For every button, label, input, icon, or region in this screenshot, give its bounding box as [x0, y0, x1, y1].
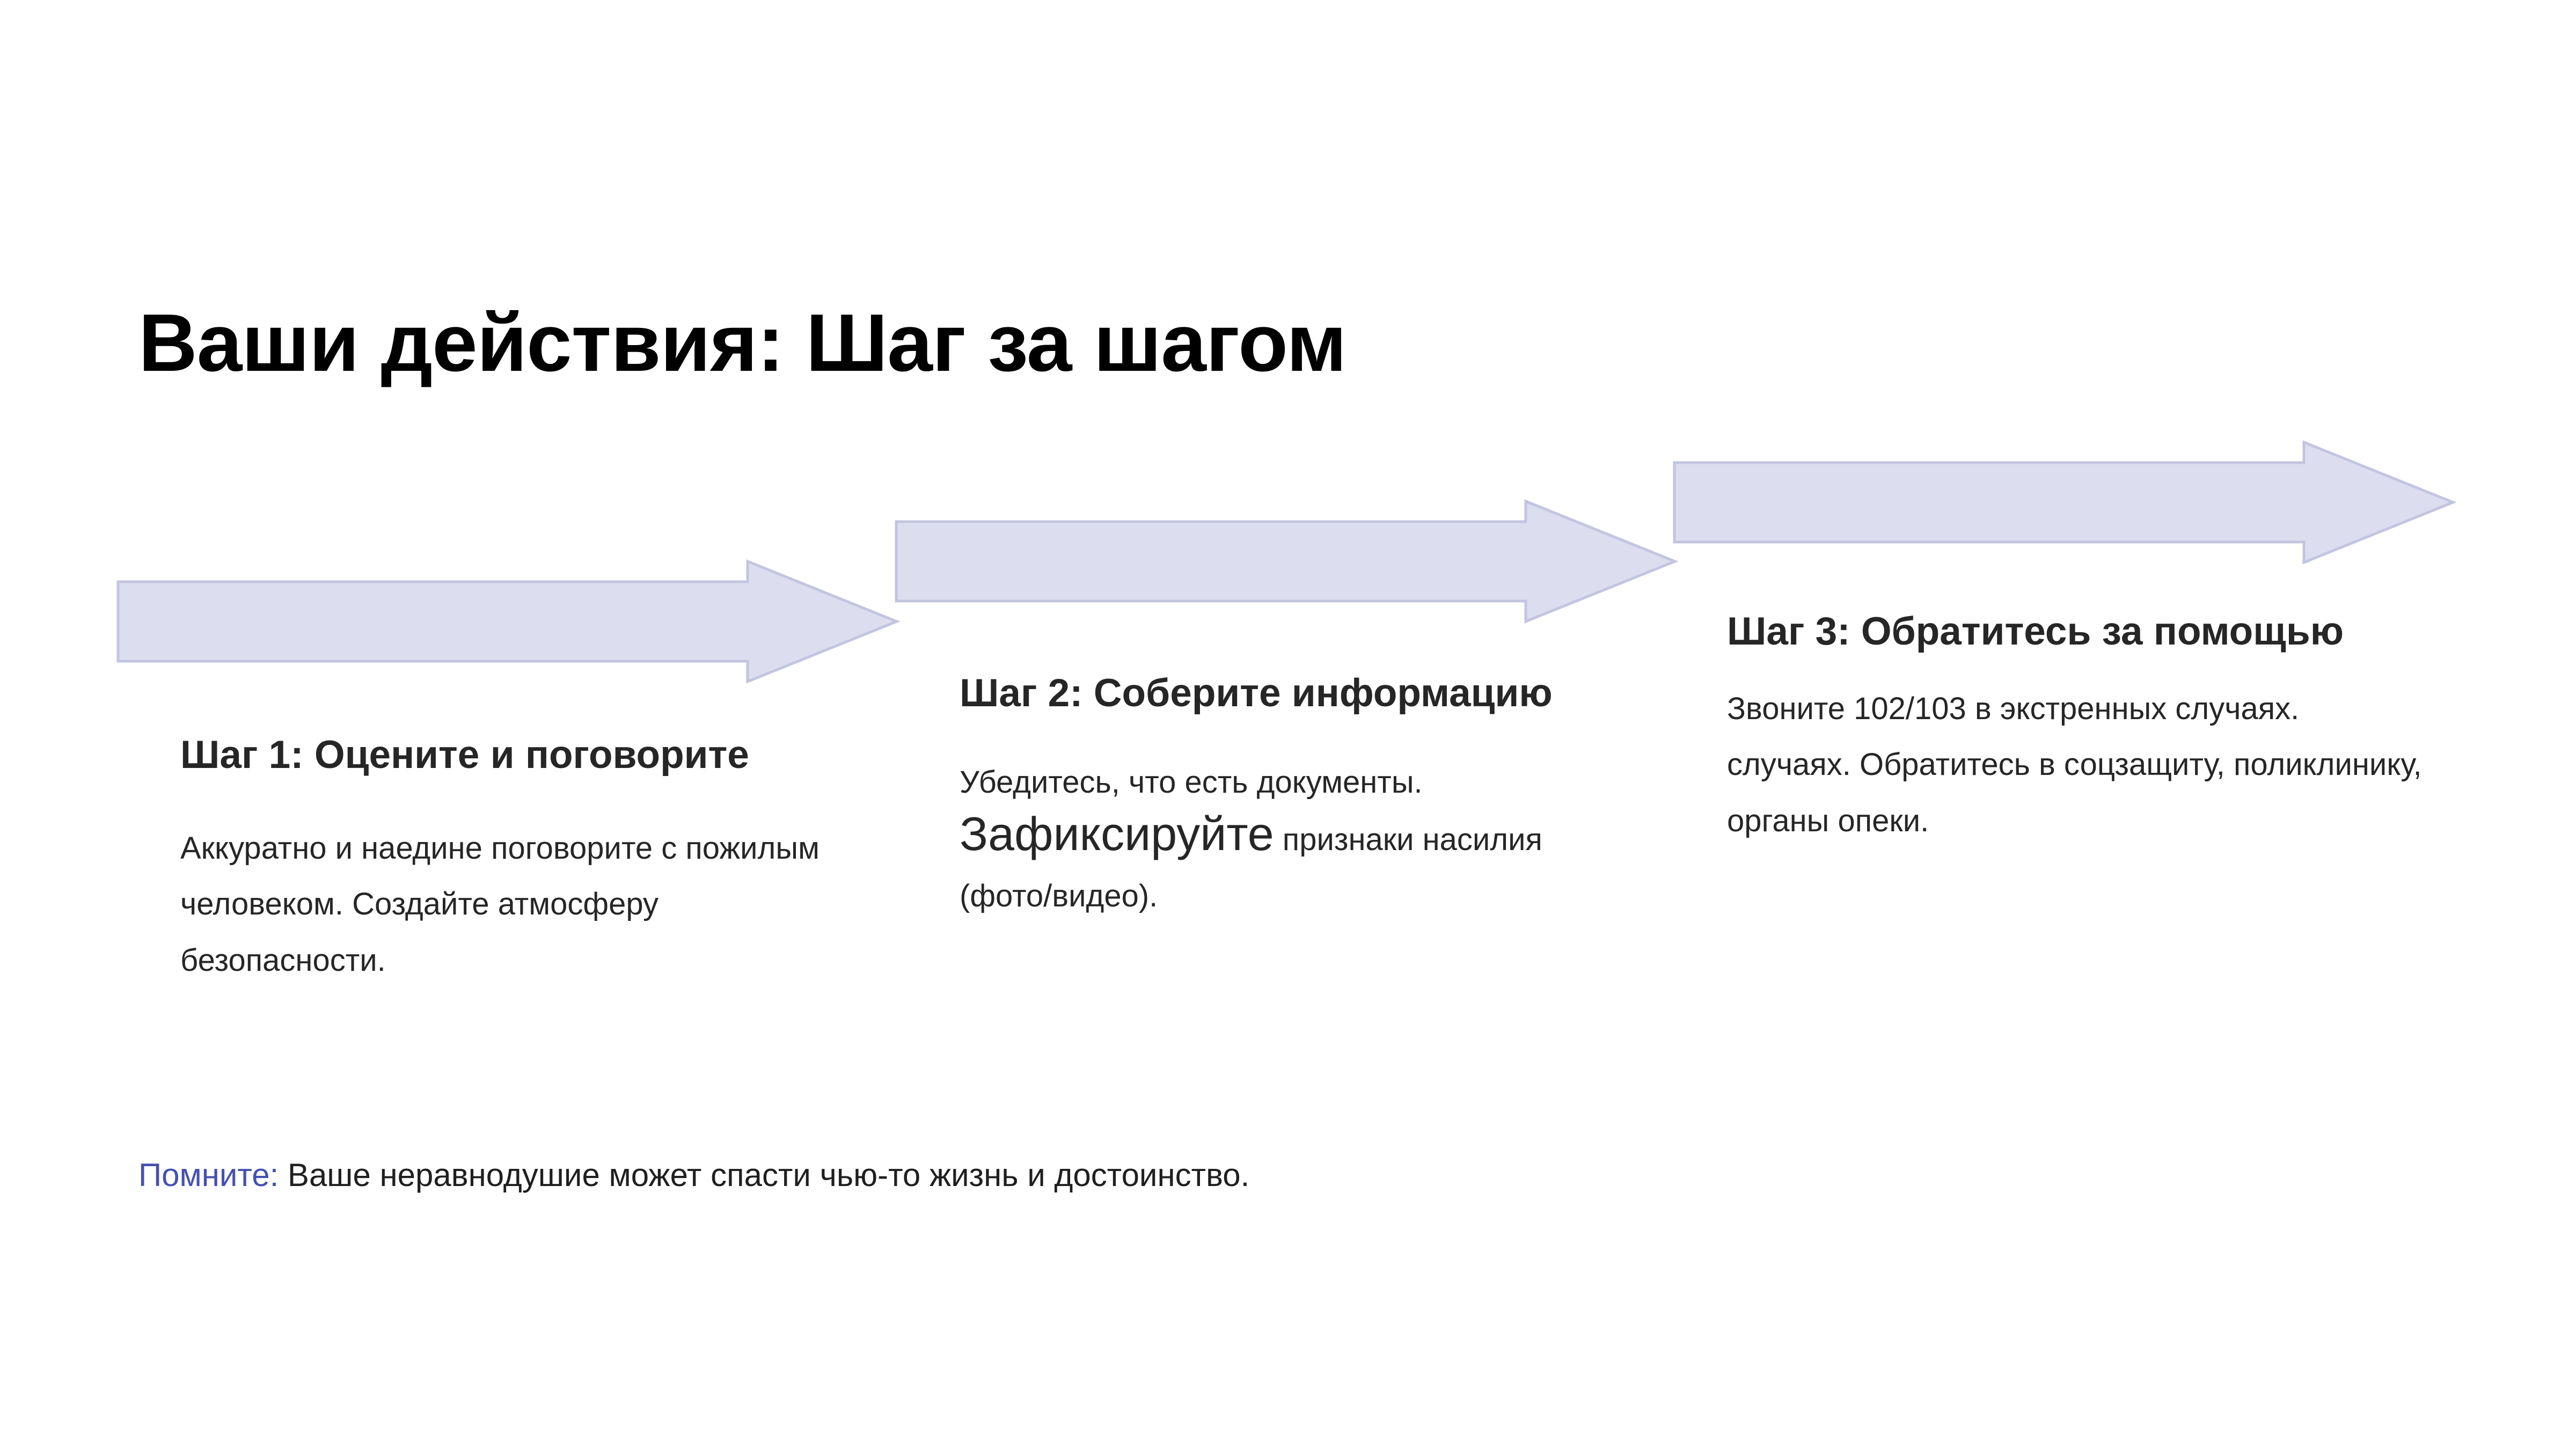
step-2-body-emphasis: Зафиксируйте [960, 807, 1274, 861]
footer-note: Помните: Ваше неравнодушие может спасти … [138, 1153, 1249, 1198]
step-2-body: Убедитесь, что есть документы. Зафиксиру… [960, 755, 1636, 924]
step-2-body-after: признаки насилия (фото/видео). [960, 822, 1542, 913]
arrow-step-2 [895, 499, 1679, 624]
step-1-body: Аккуратно и наедине поговорите с пожилым… [180, 830, 819, 978]
step-1-heading: Шаг 1: Оцените и поговорите [180, 733, 749, 777]
step-3-heading: Шаг 3: Обратитесь за помощью [1727, 610, 2344, 653]
remember-text: Ваше неравнодушие может спасти чью-то жи… [279, 1157, 1250, 1193]
remember-label: Помните: [138, 1157, 279, 1193]
right-arrow-icon [116, 559, 901, 684]
right-arrow-icon [895, 499, 1679, 624]
step-2-body-before: Убедитесь, что есть документы. [960, 764, 1423, 800]
step-block-2: Шаг 2: Соберите информацию Убедитесь, чт… [960, 668, 1636, 924]
page-title: Ваши действия: Шаг за шагом [138, 297, 1346, 389]
arrow-step-3 [1673, 440, 2457, 565]
step-3-body: Звоните 102/103 в экстренных случаях. сл… [1727, 691, 2422, 838]
step-2-heading: Шаг 2: Соберите информацию [960, 671, 1553, 715]
step-block-3: Шаг 3: Обратитесь за помощью Звоните 102… [1727, 606, 2425, 849]
right-arrow-icon [1673, 440, 2457, 565]
step-block-1: Шаг 1: Оцените и поговорите Аккуратно и … [180, 730, 840, 989]
arrow-step-1 [116, 559, 901, 684]
